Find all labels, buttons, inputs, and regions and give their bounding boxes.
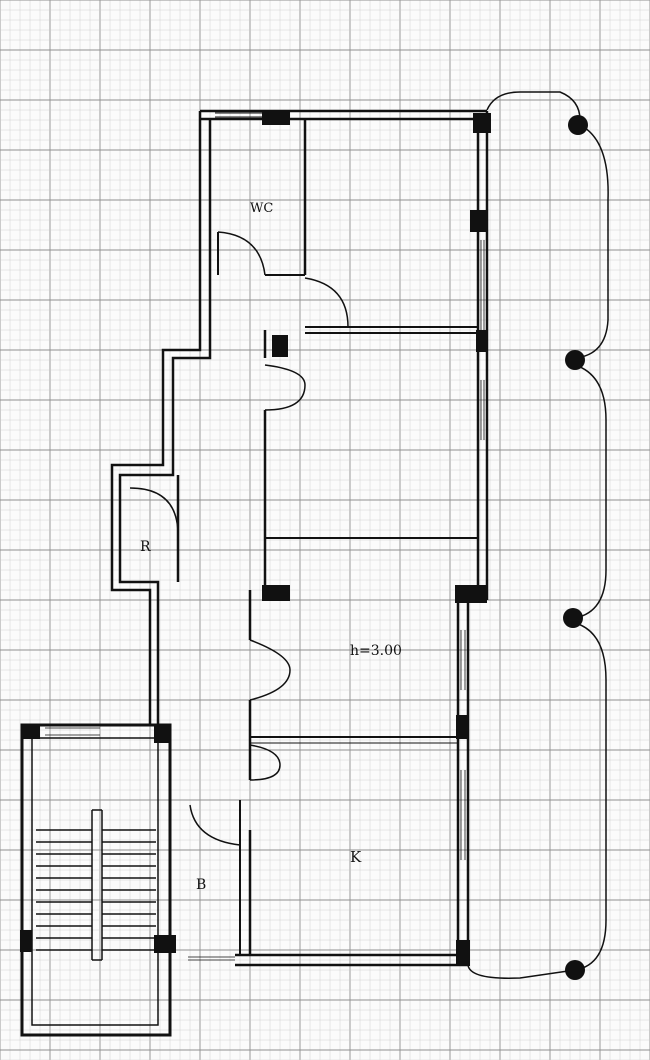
right-windows xyxy=(460,240,485,860)
balcony-posts xyxy=(563,115,588,980)
right-wall xyxy=(476,111,489,600)
balcony-post-3 xyxy=(563,608,583,628)
top-window xyxy=(215,112,262,118)
column-stair-1 xyxy=(22,725,40,739)
wc-bottom-wall xyxy=(265,274,478,334)
column-top-left xyxy=(262,111,290,125)
top-wall xyxy=(200,109,487,121)
room-door-1 xyxy=(249,639,291,701)
door-swings xyxy=(129,231,349,846)
stairwell-window xyxy=(45,727,100,736)
left-wall-inner xyxy=(118,119,212,725)
stairwell-inner xyxy=(31,737,159,1026)
balcony-post-2 xyxy=(565,350,585,370)
column-right-4 xyxy=(456,715,468,739)
column-corridor-2 xyxy=(262,585,290,601)
wc-label: WC xyxy=(250,201,273,216)
column-right-1 xyxy=(470,210,486,232)
b-label: B xyxy=(196,877,206,893)
corridor-door-1 xyxy=(264,364,306,411)
columns xyxy=(20,111,491,966)
left-wall-outer xyxy=(110,111,202,725)
bottom-wall xyxy=(235,953,468,967)
column-stair-3 xyxy=(154,935,176,953)
column-stair-2 xyxy=(154,725,170,743)
column-right-2 xyxy=(476,330,488,352)
column-top-right xyxy=(473,113,491,133)
column-corridor-1 xyxy=(272,335,288,357)
wc-door xyxy=(217,231,266,276)
b-room-door xyxy=(189,804,241,846)
balcony-outline xyxy=(467,91,609,979)
cabinet-door xyxy=(129,487,179,536)
walls xyxy=(20,91,609,1037)
balcony-post-1 xyxy=(568,115,588,135)
staircase xyxy=(36,809,156,961)
column-stair-4 xyxy=(20,930,32,952)
bottom-window xyxy=(188,956,235,961)
height-label: h=3.00 xyxy=(350,643,402,659)
k-label: K xyxy=(350,848,362,866)
column-right-3 xyxy=(455,585,487,603)
wc-inner-door xyxy=(304,277,349,328)
balcony-post-4 xyxy=(565,960,585,980)
right-wall-lower xyxy=(456,590,470,965)
r-label: R xyxy=(140,539,151,555)
column-right-5 xyxy=(456,940,470,966)
room-door-2 xyxy=(249,744,281,781)
